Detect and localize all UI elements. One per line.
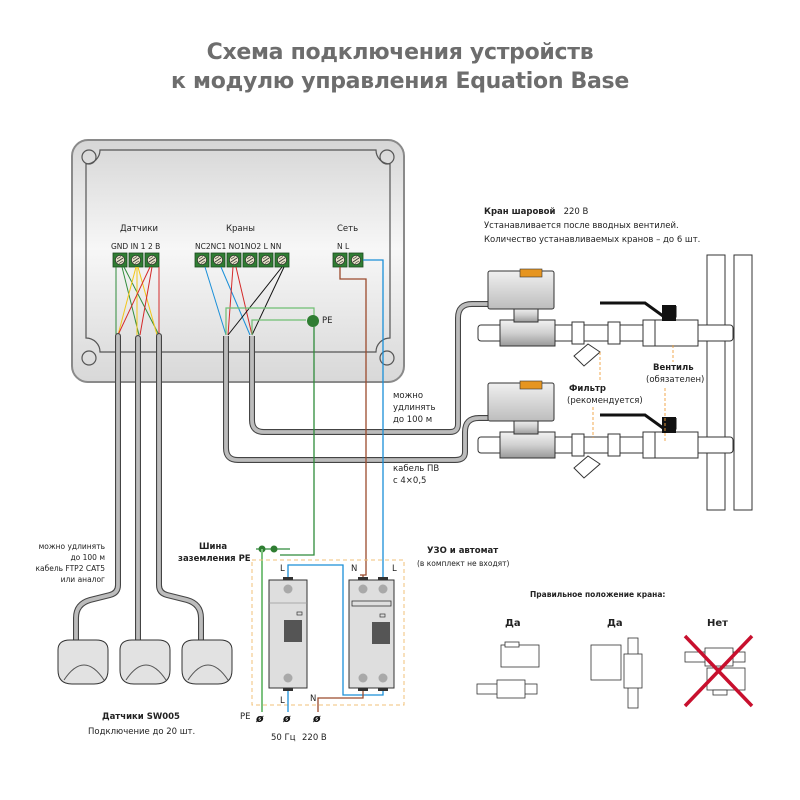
group-label-mains: Сеть — [337, 224, 359, 234]
sensor-icon — [57, 639, 109, 685]
pe-label: PE — [322, 316, 333, 326]
water-riser-pipes — [706, 254, 753, 511]
power-cable-note-1: кабель ПВ — [393, 464, 440, 474]
rcd-note: (в комплект не входят) — [417, 559, 510, 568]
valve-cables — [223, 301, 488, 463]
orientation-yes-horizontal — [476, 641, 540, 699]
sensor-cable-note-2: до 100 м — [70, 553, 105, 562]
valve-name: Кран шаровой — [484, 207, 556, 217]
mains-wires — [280, 259, 384, 576]
supply-pe-label: PE — [240, 712, 251, 722]
breaker-bottom-l: L — [280, 696, 285, 706]
sensor-cable-note-3: кабель FTP2 CAT5 — [35, 564, 105, 573]
supply-terminals: ø ø ø — [255, 712, 321, 725]
valve-voltage: 220 В — [563, 207, 589, 217]
group-label-sensors: Датчики — [120, 224, 159, 234]
rcd-label: УЗО и автомат — [427, 546, 499, 556]
orientation-title: Правильное положение крана: — [530, 590, 666, 599]
sensor-cable-note-1: можно удлинять — [38, 542, 105, 551]
filter-label: Фильтр — [569, 384, 606, 394]
svg-text:ø: ø — [312, 712, 321, 725]
orientation-no — [683, 634, 754, 708]
terminal-header-valves: NC2NC1 NO1NO2 L NN — [195, 242, 282, 251]
breaker-wires — [287, 564, 384, 712]
title-line-2: к модулю управления Equation Base — [171, 69, 629, 94]
orientation-yes-vertical — [590, 637, 643, 709]
rcd-top-l: L — [392, 564, 397, 574]
sensor-cable-note-4: или аналог — [60, 575, 105, 584]
sensors-label: Датчики SW005 — [102, 712, 180, 722]
circuit-breaker — [268, 577, 308, 691]
svg-text:ø: ø — [282, 712, 291, 725]
valve-cable-note-1: можно — [393, 391, 424, 401]
orientation-yes-2: Да — [607, 618, 623, 629]
filter-note: (рекомендуется) — [567, 396, 643, 406]
mounting-hole-icon — [81, 149, 97, 165]
terminal-header-mains: N L — [337, 242, 350, 251]
rcd-boundary — [251, 559, 405, 706]
mounting-hole-icon — [379, 350, 395, 366]
pe-wires — [225, 307, 315, 335]
title-line-1: Схема подключения устройств — [206, 40, 594, 65]
sensor-cables — [73, 333, 204, 643]
sensors-note: Подключение до 20 шт. — [88, 727, 196, 737]
breaker-top-l: L — [280, 564, 285, 574]
valve-cable-note-2: удлинять — [393, 403, 436, 413]
mounting-hole-icon — [81, 350, 97, 366]
shutoff-note: (обязателен) — [646, 375, 705, 385]
valve-info: Кран шаровой 220 В — [484, 207, 588, 218]
water-sensors — [57, 639, 233, 685]
shutoff-label: Вентиль — [653, 363, 694, 373]
svg-text:ø: ø — [255, 712, 264, 725]
terminal-block-sensors — [112, 252, 160, 268]
terminal-header-sensors: GND IN 1 2 В — [111, 242, 161, 251]
valve-info-line-1: Устанавливается после вводных вентилей. — [484, 221, 679, 231]
sensor-wires — [115, 266, 160, 336]
valve-assembly-upper — [477, 268, 734, 367]
valve-info-line-2: Количество устанавливаемых кранов – до 6… — [484, 235, 701, 245]
pe-terminal-icon — [307, 315, 319, 327]
diagram-title: Схема подключения устройств к модулю упр… — [0, 38, 800, 96]
power-cable-note-2: с 4×0,5 — [393, 476, 427, 486]
sensor-icon — [181, 639, 233, 685]
pe-bus — [256, 545, 290, 712]
mounting-hole-icon — [379, 149, 395, 165]
valve-cable-note-3: до 100 м — [393, 415, 433, 425]
supply-n-label: N — [310, 694, 317, 704]
sensor-icon — [119, 639, 171, 685]
supply-voltage: 220 В — [302, 733, 327, 743]
leader-lines — [592, 345, 674, 442]
supply-frequency: 50 Гц — [271, 733, 296, 743]
pe-bus-label-2: заземления PE — [178, 554, 251, 564]
orientation-yes-1: Да — [505, 618, 521, 629]
rcd-device — [348, 577, 395, 691]
pe-bus-label-1: Шина — [199, 542, 228, 552]
valve-assembly-lower — [477, 380, 734, 479]
orientation-no: Нет — [707, 618, 728, 629]
rcd-top-n: N — [351, 564, 358, 574]
valve-wires — [204, 266, 285, 336]
group-label-valves: Краны — [226, 224, 255, 234]
